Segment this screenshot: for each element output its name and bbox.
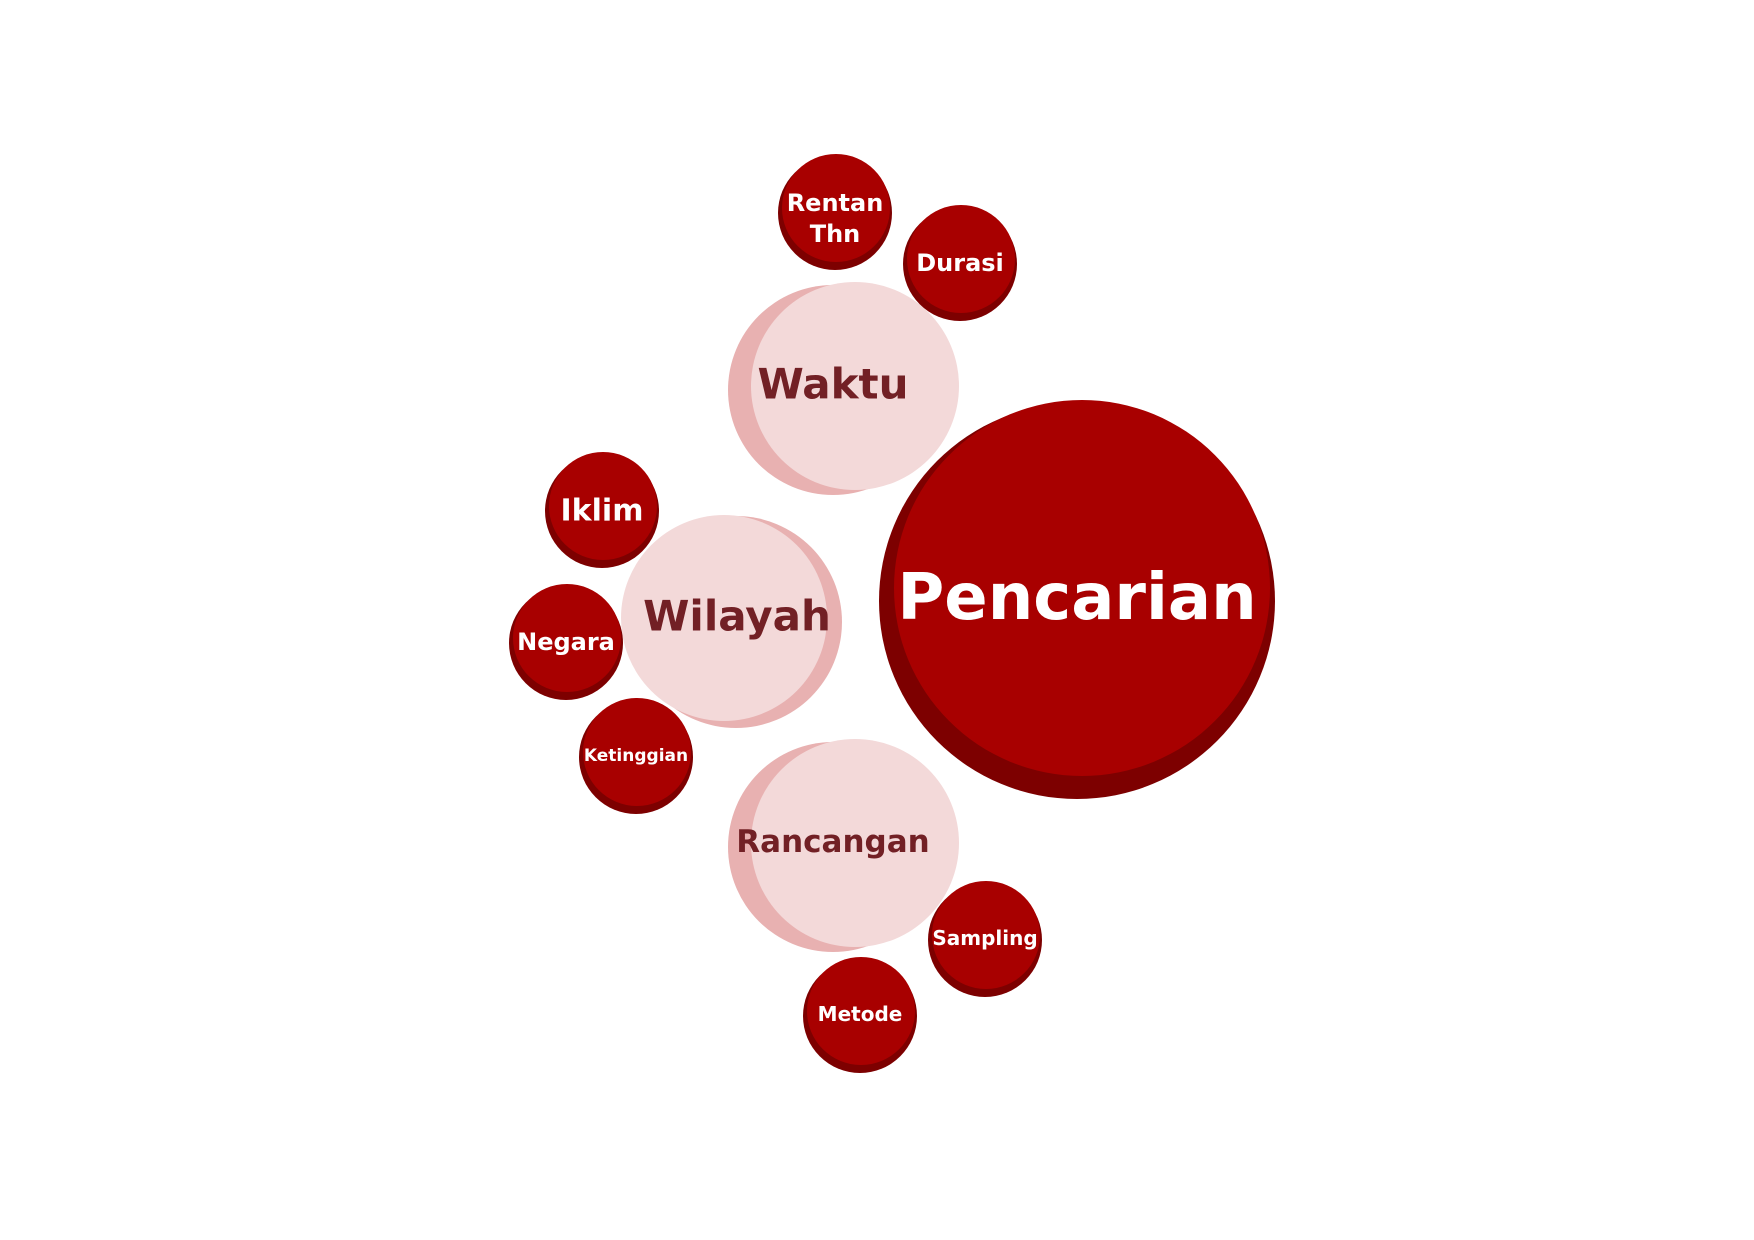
node-wilayah: Wilayah [621,515,842,728]
leaf-negara-circle [513,584,621,692]
leaf-rentan-thn: Rentan Thn [778,154,892,270]
leaf-rentan-thn-line-1: Rentan [787,189,884,217]
leaf-rentan-thn-line-2: Thn [810,220,861,248]
leaf-iklim-circle [549,452,657,560]
leaf-sampling-circle [932,881,1040,989]
node-rancangan-circle [751,739,959,947]
leaf-metode-label: Metode [818,1002,903,1026]
leaf-sampling: Sampling [928,881,1042,997]
leaf-negara-label: Negara [517,628,615,656]
leaf-iklim-label: Iklim [561,494,644,529]
leaf-metode: Metode [803,957,917,1073]
leaf-durasi-label: Durasi [916,249,1004,277]
leaf-rentan-thn-circle [782,154,890,262]
node-pencarian: Pencarian [879,400,1275,799]
leaf-negara: Negara [509,584,623,700]
leaf-durasi: Durasi [903,205,1017,321]
node-pencarian-label: Pencarian [897,561,1256,635]
leaf-ketinggian: Ketinggian [579,698,693,814]
leaf-durasi-circle [907,205,1015,313]
node-waktu: Waktu [728,282,959,495]
leaf-iklim: Iklim [545,452,659,568]
leaf-ketinggian-label: Ketinggian [584,746,688,766]
node-waktu-label: Waktu [757,360,908,409]
leaf-sampling-label: Sampling [932,926,1037,950]
node-wilayah-label: Wilayah [643,592,831,641]
node-pencarian-circle [894,400,1270,776]
node-rancangan: Rancangan [728,739,959,952]
leaf-metode-circle [807,957,915,1065]
leaf-ketinggian-circle [583,698,691,806]
node-rancangan-label: Rancangan [736,824,929,860]
node-wilayah-circle [621,515,827,721]
node-waktu-circle [751,282,959,490]
